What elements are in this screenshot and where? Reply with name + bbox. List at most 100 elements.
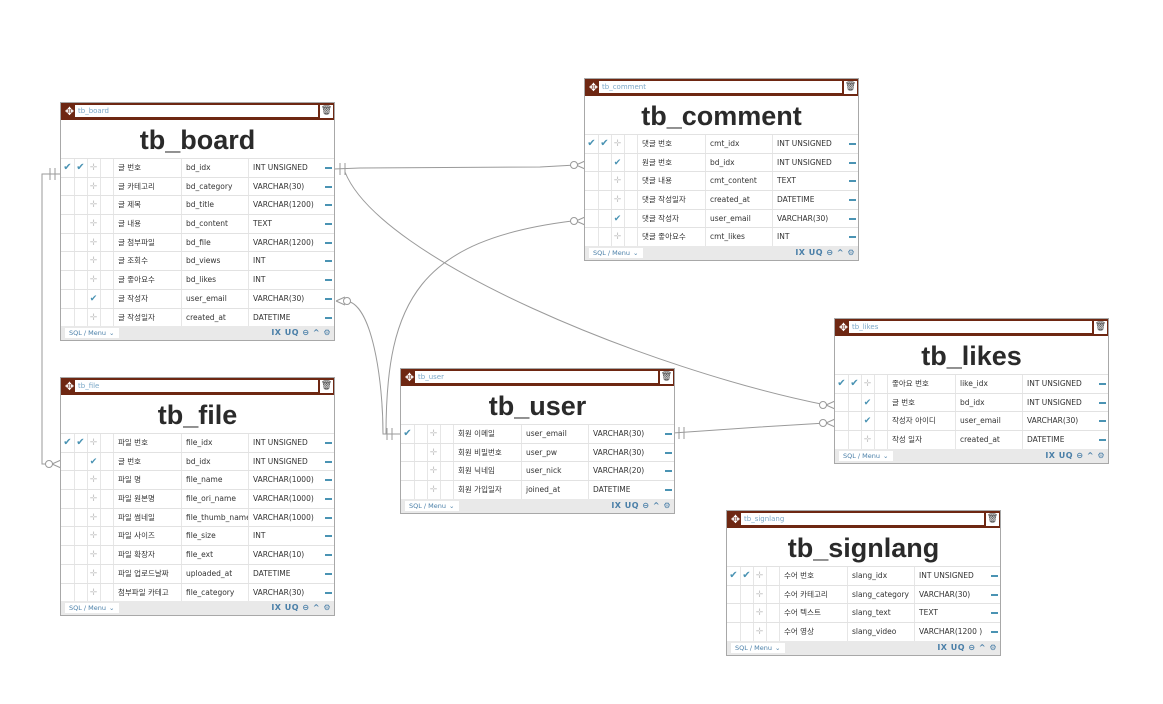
column-name[interactable]: slang_text [847,604,914,623]
sql-menu-button[interactable]: SQL / Menu⌄ [839,450,893,461]
trash-icon[interactable]: 🗑 [320,380,333,393]
nn-check-icon[interactable] [74,452,88,471]
remove-column-icon[interactable] [322,178,334,196]
pk-check-icon[interactable] [61,564,75,583]
remove-column-icon[interactable] [662,462,674,480]
trash-icon[interactable]: 🗑 [844,81,857,94]
pk-check-icon[interactable]: ✔ [835,375,849,393]
drag-handle-icon[interactable]: ✛ [861,375,875,393]
column-label[interactable]: 작성자 아이디 [887,412,955,431]
drag-handle-icon[interactable]: ✛ [87,490,101,508]
column-name[interactable]: slang_category [847,585,914,604]
column-label[interactable]: 파일 번호 [113,434,181,452]
nn-check-icon[interactable] [74,508,88,527]
nn-check-icon[interactable] [74,233,88,252]
nn-check-icon[interactable]: ✔ [74,159,88,177]
remove-column-icon[interactable] [322,453,334,471]
column-name[interactable]: bd_category [181,177,248,196]
pk-check-icon[interactable]: ✔ [401,425,415,443]
nn-check-icon[interactable] [74,471,88,490]
remove-column-icon[interactable] [662,444,674,462]
pk-check-icon[interactable] [61,252,75,271]
table-name-input[interactable]: tb_user [415,371,658,383]
column-type[interactable]: DATETIME [772,191,846,209]
nn-check-icon[interactable] [848,393,862,412]
column-type[interactable]: VARCHAR(30) [588,443,662,462]
drag-handle-icon[interactable]: ✛ [87,159,101,177]
remove-column-icon[interactable] [322,309,334,327]
remove-column-icon[interactable] [846,191,858,209]
pk-check-icon[interactable] [835,393,849,412]
column-label[interactable]: 파일 명 [113,471,181,490]
drag-handle-icon[interactable]: ✛ [87,215,101,233]
column-name[interactable]: file_ori_name [181,490,248,508]
column-name[interactable]: user_pw [521,443,588,462]
drag-handle-icon[interactable]: ✛ [611,172,625,191]
column-type[interactable]: TEXT [248,215,322,233]
nn-check-icon[interactable] [74,527,88,546]
pk-check-icon[interactable] [61,196,75,215]
column-name[interactable]: file_size [181,527,248,546]
nn-check-icon[interactable] [74,215,88,233]
column-type[interactable]: TEXT [914,604,988,623]
column-name[interactable]: file_name [181,471,248,490]
column-name[interactable]: user_email [181,289,248,308]
column-type[interactable]: DATETIME [248,308,322,327]
column-label[interactable]: 파일 업로드날짜 [113,564,181,583]
remove-column-icon[interactable] [846,228,858,246]
column-type[interactable]: VARCHAR(30) [248,177,322,196]
sql-menu-button[interactable]: SQL / Menu⌄ [65,603,119,614]
column-label[interactable]: 첨부파일 카테고 [113,583,181,602]
nn-check-icon[interactable]: ✔ [74,434,88,452]
column-type[interactable]: INT [248,252,322,271]
nn-check-icon[interactable] [848,412,862,431]
drag-handle-icon[interactable]: ✛ [87,508,101,527]
nn-check-icon[interactable] [74,546,88,564]
index-unique-toolbar[interactable]: IX UQ ⊖ ^ ⚙ [937,642,997,652]
remove-column-icon[interactable] [322,584,334,602]
column-name[interactable]: file_thumb_name [181,508,248,527]
index-unique-toolbar[interactable]: IX UQ ⊖ ^ ⚙ [271,603,331,613]
column-label[interactable]: 글 작성자 [113,289,181,308]
remove-column-icon[interactable] [322,234,334,252]
nn-check-icon[interactable] [414,443,428,462]
column-name[interactable]: bd_content [181,215,248,233]
pk-check-icon[interactable] [401,462,415,481]
remove-column-icon[interactable] [846,172,858,190]
column-type[interactable]: DATETIME [1022,431,1096,449]
column-label[interactable]: 작성 일자 [887,431,955,449]
pk-check-icon[interactable]: ✔ [585,135,599,153]
pk-check-icon[interactable] [585,209,599,228]
drag-handle-icon[interactable]: ✛ [753,623,767,641]
nn-check-icon[interactable]: ✔ [598,135,612,153]
fk-check-icon[interactable]: ✔ [87,289,101,308]
drag-handle-icon[interactable]: ✛ [427,462,441,481]
pk-check-icon[interactable] [61,215,75,233]
remove-column-icon[interactable] [662,481,674,499]
column-type[interactable]: VARCHAR(30) [248,289,322,308]
drag-handle-icon[interactable]: ✛ [753,604,767,623]
trash-icon[interactable]: 🗑 [1094,321,1107,334]
column-name[interactable]: uploaded_at [181,564,248,583]
column-label[interactable]: 수어 영상 [779,623,847,641]
column-type[interactable]: INT [772,228,846,247]
table-name-input[interactable]: tb_signlang [741,513,984,525]
column-label[interactable]: 글 번호 [113,159,181,177]
index-unique-toolbar[interactable]: IX UQ ⊖ ^ ⚙ [1045,450,1105,460]
column-label[interactable]: 글 작성일자 [113,308,181,327]
drag-handle-icon[interactable]: ✛ [87,252,101,271]
move-icon[interactable]: ✥ [588,81,599,94]
pk-check-icon[interactable] [61,546,75,564]
column-name[interactable]: user_email [955,412,1022,431]
